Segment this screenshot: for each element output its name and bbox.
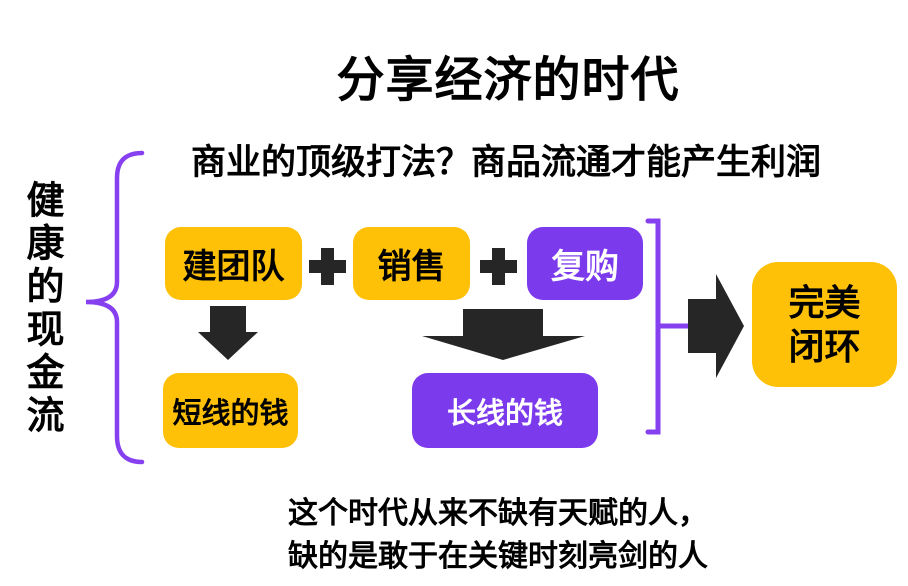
cashflow-label: 健康的现金流: [20, 180, 62, 438]
step-sales-label: 销售: [377, 248, 446, 286]
result-short-label: 短线的钱: [172, 397, 289, 430]
step-team-label: 建团队: [182, 248, 285, 286]
step-box-team: 建团队: [165, 227, 302, 300]
outcome-label-line1: 完美: [788, 282, 861, 324]
step-box-sales: 销售: [353, 227, 470, 300]
curly-brace-icon: [85, 150, 145, 465]
outcome-box: 完美 闭环: [752, 262, 897, 387]
plus-icon: [309, 248, 346, 285]
bracket-icon: [645, 218, 692, 435]
page-title: 分享经济的时代: [336, 54, 680, 107]
plus-icon: [480, 248, 517, 285]
result-long-label: 长线的钱: [446, 397, 563, 430]
arrow-down-large-icon: [422, 309, 585, 360]
footer-line-1: 这个时代从来不缺有天赋的人，: [288, 497, 708, 530]
subtitle: 商业的顶级打法？商品流通才能产生利润: [190, 143, 821, 182]
footer-quote: 这个时代从来不缺有天赋的人， 缺的是敢于在关键时刻亮剑的人: [88, 492, 908, 578]
arrow-down-small-icon: [198, 306, 258, 360]
step-repurchase-label: 复购: [551, 248, 619, 286]
result-box-long-term: 长线的钱: [412, 373, 598, 448]
footer-line-2: 缺的是敢于在关键时刻亮剑的人: [288, 540, 708, 573]
outcome-label-line2: 闭环: [788, 325, 861, 367]
arrow-right-icon: [688, 274, 744, 378]
step-box-repurchase: 复购: [527, 227, 643, 300]
result-box-short-term: 短线的钱: [163, 373, 298, 448]
